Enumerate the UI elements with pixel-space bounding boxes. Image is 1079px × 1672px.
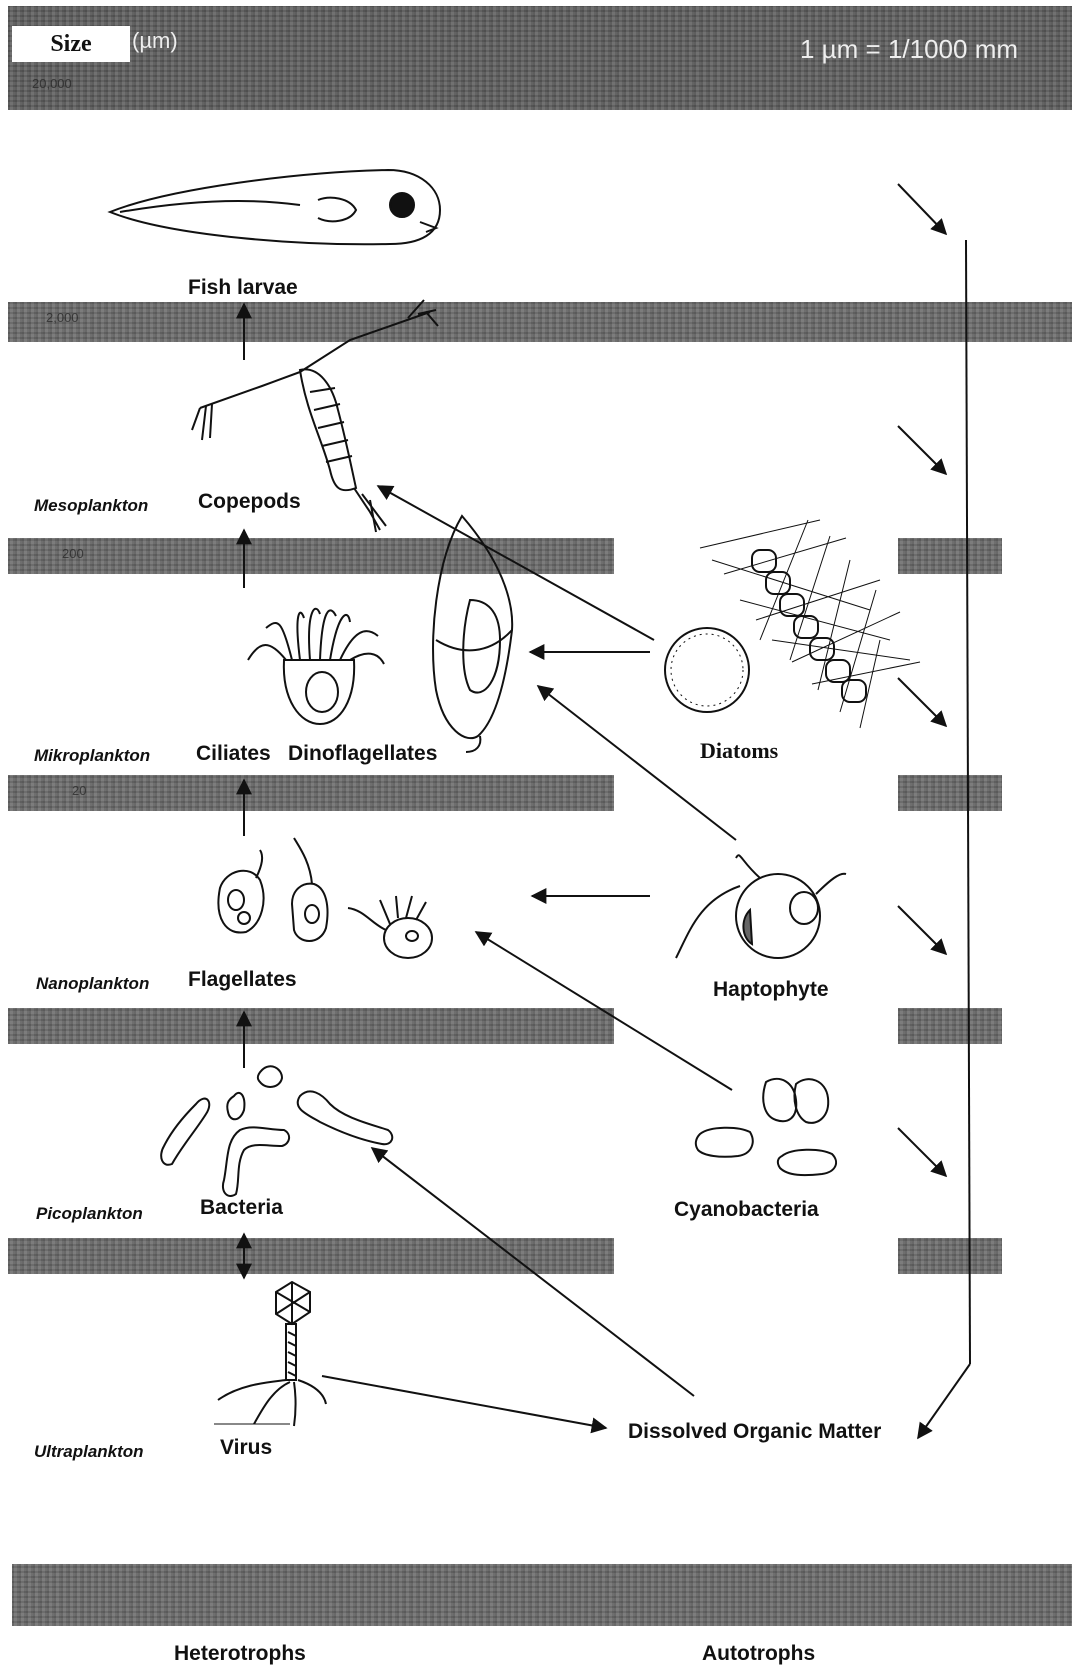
diatom-chain-icon [700,520,920,728]
bacteria-icons [161,1066,392,1196]
virus-icon [214,1282,326,1426]
release-arrows [898,184,970,1438]
diatom-circle-icon [665,628,749,712]
feeding-arrows [322,486,736,1428]
ciliate-icon [248,609,384,724]
copepod-icon [192,300,438,532]
dinoflagellate-icon [433,516,512,752]
fish-larvae-icon [110,170,440,244]
flagellate-icons [218,838,432,958]
haptophyte-icon [676,855,846,958]
cyanobacteria-icons [696,1079,836,1175]
